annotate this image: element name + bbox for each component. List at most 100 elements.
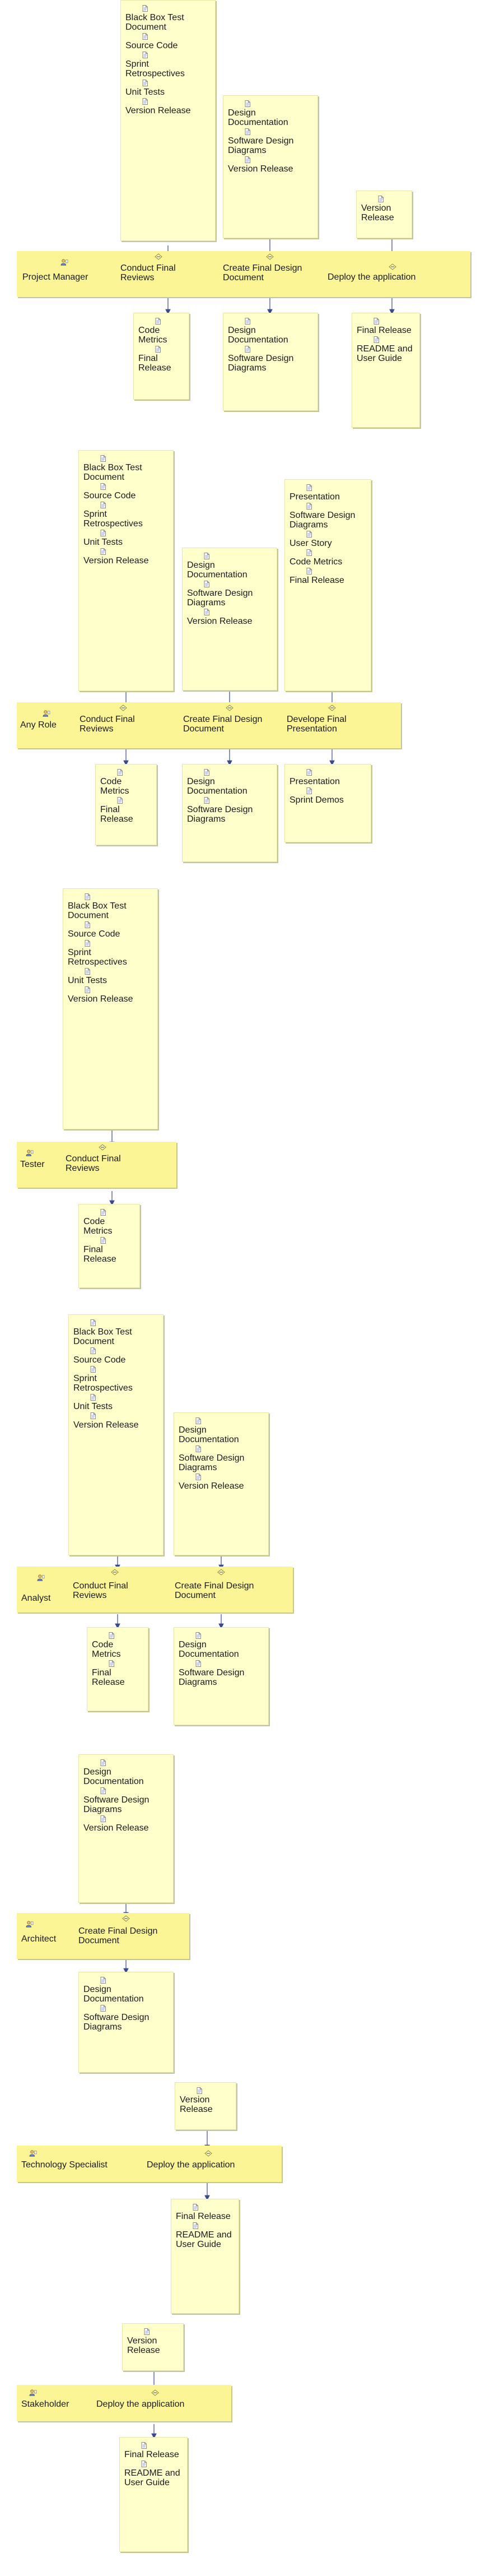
task-icon (217, 1569, 225, 1576)
artifact-item[interactable]: Final Release (138, 346, 186, 373)
artifact-icon (90, 1412, 96, 1419)
artifact-item[interactable]: Software Design Diagrams (83, 1787, 167, 1814)
task-name[interactable]: Create Final Design Document (223, 263, 302, 282)
artifact-item[interactable]: Final Release (83, 1237, 134, 1264)
artifact-item[interactable]: Final Release (124, 2442, 180, 2459)
artifact-item[interactable]: Design Documentation (228, 318, 312, 345)
artifact-icon (100, 2005, 106, 2012)
artifact-item[interactable]: Design Documentation (179, 1632, 263, 1659)
artifact-item[interactable]: Version Release (125, 98, 209, 115)
role-lane: Analyst Conduct Final Reviews Create Fin… (17, 1567, 293, 1613)
task-name[interactable]: Conduct Final Reviews (80, 715, 135, 734)
artifact-item[interactable]: Final Release (289, 568, 368, 585)
artifact-item[interactable]: Black Box Test Document (73, 1319, 157, 1346)
artifact-item[interactable]: Version Release (180, 2087, 233, 2114)
role-icon (26, 1150, 34, 1156)
artifact-item[interactable]: Design Documentation (228, 100, 312, 127)
role-name[interactable]: Tester (20, 1160, 45, 1169)
artifact-item[interactable]: Software Design Diagrams (179, 1660, 263, 1687)
role-name[interactable]: Stakeholder (21, 2399, 69, 2409)
role-name[interactable]: Architect (21, 1934, 57, 1944)
artifact-item[interactable]: Final Release (176, 2204, 232, 2221)
task-name[interactable]: Conduct Final Reviews (120, 263, 176, 282)
artifact-item[interactable]: Design Documentation (187, 769, 271, 796)
artifact-item[interactable]: Code Metrics (138, 318, 186, 345)
artifact-item[interactable]: Sprint Retrospectives (83, 502, 167, 529)
artifact-item[interactable]: Design Documentation (83, 1759, 167, 1786)
role-name[interactable]: Analyst (21, 1593, 51, 1603)
role-name[interactable]: Any Role (20, 720, 57, 730)
artifact-item[interactable]: Software Design Diagrams (83, 2005, 167, 2032)
artifact-item[interactable]: Code Metrics (92, 1632, 142, 1659)
artifact-item[interactable]: Unit Tests (83, 530, 167, 547)
artifact-item[interactable]: Software Design Diagrams (228, 346, 312, 373)
artifact-item[interactable]: README and User Guide (176, 2222, 232, 2249)
artifact-icon (204, 553, 209, 559)
task-icon (151, 2389, 159, 2396)
artifact-item[interactable]: Final Release (100, 797, 151, 824)
artifact-item[interactable]: Code Metrics (100, 769, 151, 796)
artifact-item[interactable]: Version Release (228, 156, 312, 174)
artifact-item[interactable]: Final Release (92, 1660, 142, 1687)
artifact-item[interactable]: Version Release (127, 2328, 180, 2355)
artifact-item[interactable]: Sprint Demos (289, 787, 368, 805)
artifact-item[interactable]: Version Release (361, 196, 409, 223)
role-name[interactable]: Technology Specialist (21, 2160, 108, 2170)
artifact-item[interactable]: Software Design Diagrams (187, 797, 271, 824)
task-name[interactable]: Create Final Design Document (183, 715, 263, 734)
artifact-item[interactable]: Version Release (73, 1412, 157, 1430)
artifact-item[interactable]: Code Metrics (289, 549, 368, 567)
artifact-item[interactable]: Software Design Diagrams (187, 581, 271, 608)
artifact-item[interactable]: README and User Guide (357, 336, 413, 363)
artifact-item[interactable]: Software Design Diagrams (228, 128, 312, 155)
artifact-item[interactable]: Sprint Retrospectives (68, 940, 152, 967)
artifact-item[interactable]: Final Release (357, 318, 413, 335)
task-name[interactable]: Deploy the application (147, 2160, 235, 2170)
artifact-item[interactable]: Source Code (83, 483, 167, 501)
artifact-item[interactable]: Code Metrics (83, 1209, 134, 1236)
artifact-item[interactable]: Sprint Retrospectives (73, 1366, 157, 1393)
artifact-item[interactable]: Black Box Test Document (83, 455, 167, 482)
artifact-box: Version Release (175, 2082, 236, 2130)
artifact-item[interactable]: Software Design Diagrams (289, 503, 368, 530)
task-name[interactable]: Deploy the application (328, 272, 416, 282)
artifact-item[interactable]: Presentation (289, 484, 368, 502)
artifact-item[interactable]: Black Box Test Document (68, 893, 152, 920)
artifact-icon (109, 1632, 114, 1639)
artifact-item[interactable]: Unit Tests (125, 80, 209, 97)
artifact-icon (144, 2328, 150, 2335)
artifact-item[interactable]: Version Release (83, 1815, 167, 1833)
artifact-item[interactable]: Software Design Diagrams (179, 1445, 263, 1472)
artifact-item[interactable]: Design Documentation (187, 553, 271, 580)
artifact-item[interactable]: Version Release (68, 986, 152, 1004)
artifact-box: Design Documentation Software Design Dia… (182, 548, 277, 691)
role-name[interactable]: Project Manager (22, 272, 88, 282)
task-name[interactable]: Conduct Final Reviews (73, 1581, 128, 1600)
task-name[interactable]: Create Final Design Document (175, 1581, 254, 1600)
artifact-icon (90, 1319, 96, 1326)
artifact-item[interactable]: Source Code (68, 921, 152, 939)
task-icon (99, 1144, 106, 1151)
artifact-item[interactable]: Version Release (187, 609, 271, 626)
task-name[interactable]: Develope Final Presentation (287, 715, 347, 734)
artifact-box: Final Release README and User Guide (171, 2199, 239, 2314)
task-name[interactable]: Create Final Design Document (78, 1926, 158, 1945)
artifact-box: Final Release README and User Guide (119, 2437, 188, 2552)
task-name[interactable]: Conduct Final Reviews (66, 1154, 121, 1173)
artifact-item[interactable]: Version Release (83, 548, 167, 566)
artifact-box: Design Documentation Software Design Dia… (78, 1754, 174, 1903)
artifact-item[interactable]: Version Release (179, 1474, 263, 1491)
artifact-item[interactable]: Design Documentation (179, 1417, 263, 1444)
task-name[interactable]: Deploy the application (96, 2399, 185, 2409)
artifact-item[interactable]: Design Documentation (83, 1977, 167, 2004)
artifact-item[interactable]: Black Box Test Document (125, 5, 209, 32)
artifact-item[interactable]: Presentation (289, 769, 368, 786)
artifact-item[interactable]: Sprint Retrospectives (125, 52, 209, 78)
artifact-item[interactable]: Unit Tests (68, 968, 152, 985)
artifact-item[interactable]: Source Code (125, 33, 209, 50)
artifact-item[interactable]: User Story (289, 531, 368, 548)
artifact-box: Black Box Test Document Source Code Spri… (120, 0, 216, 241)
artifact-item[interactable]: Source Code (73, 1347, 157, 1365)
artifact-item[interactable]: README and User Guide (124, 2461, 180, 2487)
artifact-item[interactable]: Unit Tests (73, 1394, 157, 1411)
